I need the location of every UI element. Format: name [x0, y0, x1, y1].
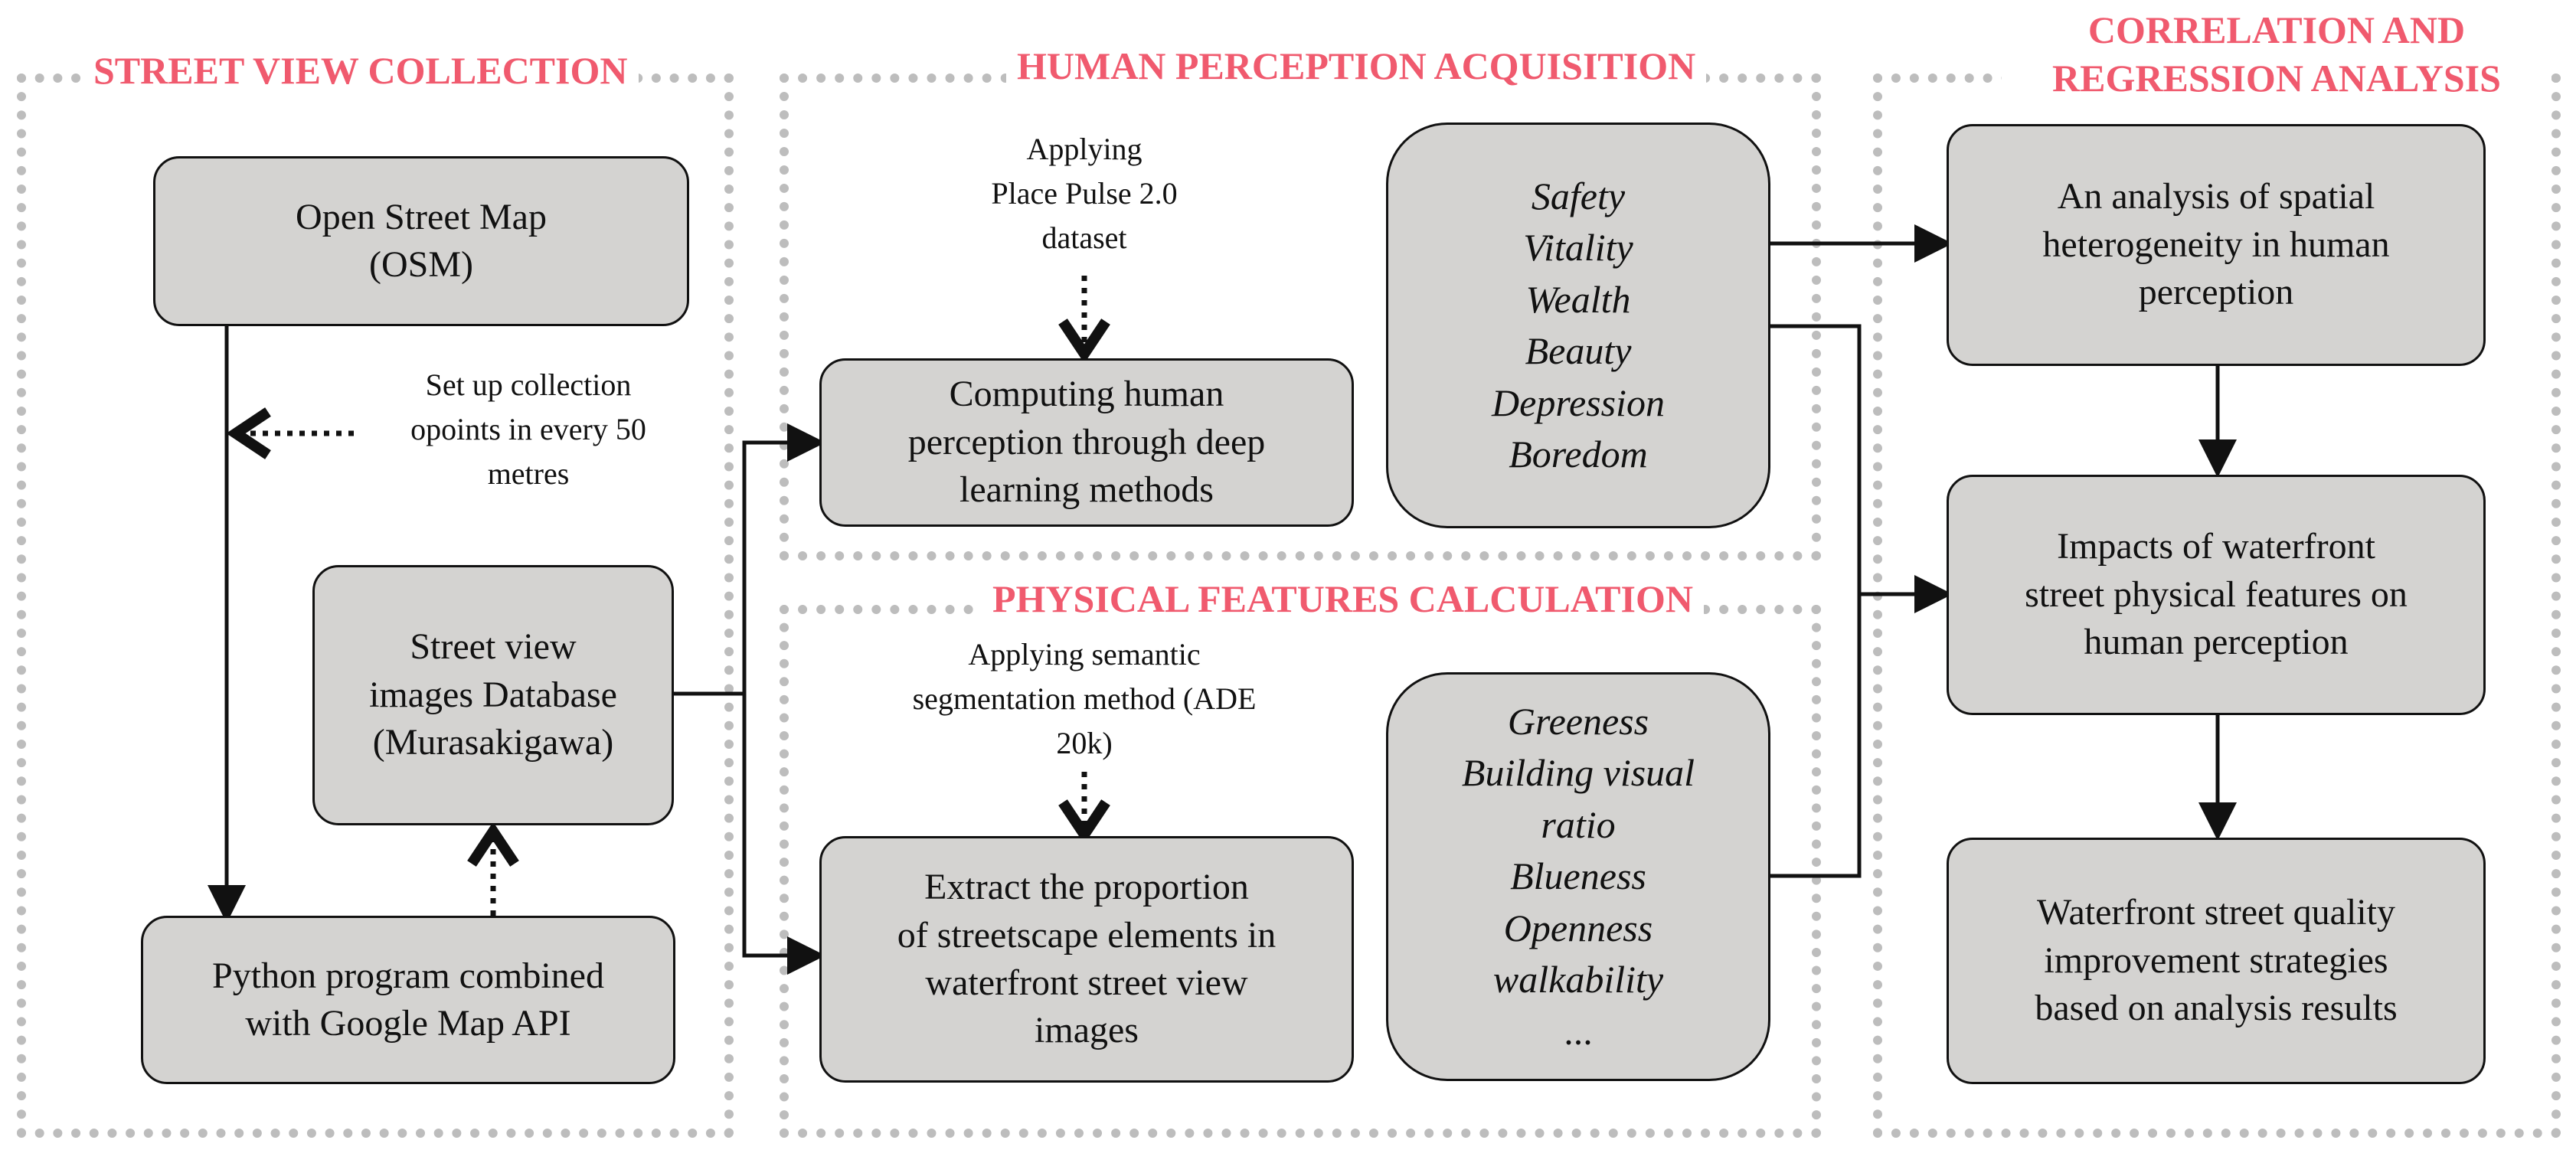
extract-line1: Extract the proportion [924, 867, 1249, 908]
computing-line2: perception through deep [907, 421, 1266, 462]
feature-item: Blueness [1510, 854, 1646, 898]
feature-item: Building visual [1461, 751, 1695, 795]
setup-note-line3: metres [487, 456, 570, 491]
feature-list-box: Greeness Building visual ratio Blueness … [1386, 672, 1770, 1081]
database-line1: Street view [410, 626, 577, 668]
correlation-title-line2: REGRESSION ANALYSIS [2052, 56, 2501, 100]
physical-features-title: PHYSICAL FEATURES CALCULATION [982, 576, 1704, 622]
extract-box: Extract the proportion of streetscape el… [819, 836, 1354, 1083]
strategies-line1: Waterfront street quality [2037, 892, 2395, 933]
place-pulse-line1: Applying [1026, 132, 1143, 166]
setup-note-line2: opoints in every 50 [410, 412, 646, 446]
correlation-title: CORRELATION AND REGRESSION ANALYSIS [2002, 6, 2551, 102]
database-line3: (Murasakigawa) [372, 722, 614, 763]
impacts-line3: human perception [2084, 622, 2349, 663]
extract-line4: images [1035, 1010, 1139, 1051]
semantic-line2: segmentation method (ADE [912, 681, 1257, 716]
perception-item: Wealth [1525, 277, 1631, 321]
impacts-line1: Impacts of waterfront [2057, 526, 2375, 567]
correlation-title-line1: CORRELATION AND [2087, 8, 2466, 51]
perception-item: Depression [1492, 381, 1665, 424]
setup-note: Set up collection opoints in every 50 me… [368, 363, 689, 496]
spatial-line1: An analysis of spatial [2057, 176, 2375, 217]
perception-item: Vitality [1523, 226, 1633, 269]
setup-note-line1: Set up collection [425, 368, 632, 402]
extract-line2: of streetscape elements in [897, 914, 1277, 956]
semantic-line1: Applying semantic [968, 637, 1201, 671]
feature-item: ... [1564, 1009, 1593, 1053]
feature-item: ratio [1541, 802, 1616, 846]
python-line2: with Google Map API [245, 1003, 571, 1044]
database-box: Street view images Database (Murasakigaw… [312, 565, 674, 825]
strategies-line2: improvement strategies [2044, 939, 2388, 981]
arrow-database-to-branch [674, 423, 825, 696]
strategies-box: Waterfront street quality improvement st… [1947, 838, 2486, 1084]
database-line2: images Database [369, 674, 617, 715]
human-perception-section [780, 74, 1821, 560]
python-box: Python program combined with Google Map … [141, 916, 675, 1084]
computing-line1: Computing human [949, 374, 1224, 415]
feature-item: Greeness [1507, 699, 1649, 743]
python-line1: Python program combined [212, 955, 604, 996]
arrow-branch-to-extract [742, 694, 825, 975]
perception-list-box: Safety Vitality Wealth Beauty Depression… [1386, 123, 1770, 528]
osm-line1: Open Street Map [296, 196, 547, 237]
impacts-line2: street physical features on [2025, 573, 2408, 615]
street-view-title: STREET VIEW COLLECTION [83, 47, 639, 93]
computing-box: Computing human perception through deep … [819, 358, 1354, 527]
perception-item: Safety [1531, 174, 1626, 217]
place-pulse-note: Applying Place Pulse 2.0 dataset [901, 127, 1268, 260]
spatial-analysis-box: An analysis of spatial heterogeneity in … [1947, 124, 2486, 366]
feature-item: walkability [1492, 958, 1664, 1001]
arrow-perception-to-impacts [1770, 324, 1862, 878]
extract-line3: waterfront street view [925, 962, 1248, 1003]
place-pulse-line2: Place Pulse 2.0 [991, 176, 1178, 211]
osm-box: Open Street Map (OSM) [153, 156, 689, 326]
spatial-line3: perception [2138, 272, 2294, 313]
semantic-note: Applying semantic segmentation method (A… [870, 632, 1299, 766]
osm-line2: (OSM) [368, 244, 473, 285]
perception-item: Boredom [1509, 433, 1648, 475]
semantic-line3: 20k) [1056, 726, 1113, 760]
strategies-line3: based on analysis results [2035, 988, 2398, 1029]
computing-line3: learning methods [959, 469, 1214, 511]
perception-item: Beauty [1525, 329, 1632, 372]
human-perception-title: HUMAN PERCEPTION ACQUISITION [1006, 43, 1707, 89]
spatial-line2: heterogeneity in human [2042, 224, 2390, 265]
impacts-box: Impacts of waterfront street physical fe… [1947, 475, 2486, 715]
feature-item: Openness [1503, 906, 1653, 949]
place-pulse-line3: dataset [1041, 221, 1127, 255]
